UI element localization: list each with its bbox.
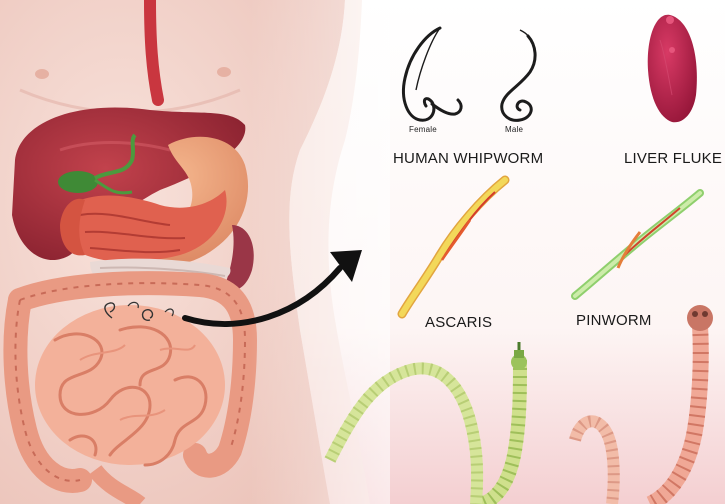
green-tapeworm-icon bbox=[324, 342, 527, 504]
whipworm-female-icon bbox=[402, 26, 463, 122]
pinworm-icon bbox=[571, 189, 704, 300]
liver-fluke-label: LIVER FLUKE bbox=[624, 150, 723, 167]
liver-fluke-icon bbox=[647, 14, 697, 123]
gallbladder bbox=[58, 133, 137, 195]
ascaris-label: ASCARIS bbox=[425, 314, 493, 331]
whipworm-female-label: Female bbox=[409, 125, 437, 134]
whipworm-male-icon bbox=[500, 29, 537, 122]
whipworm-male-label: Male bbox=[505, 125, 524, 134]
small-intestine bbox=[35, 301, 225, 467]
large-intestine bbox=[3, 271, 258, 493]
stomach bbox=[60, 136, 249, 268]
pointer-arrow-icon bbox=[182, 250, 362, 327]
spleen bbox=[225, 225, 254, 290]
ascaris-icon bbox=[397, 175, 510, 319]
red-tapeworm-icon bbox=[569, 305, 713, 504]
pinworm-label: PINWORM bbox=[576, 312, 652, 329]
esophagus bbox=[144, 0, 164, 106]
whipworm-label: HUMAN WHIPWORM bbox=[393, 150, 544, 167]
